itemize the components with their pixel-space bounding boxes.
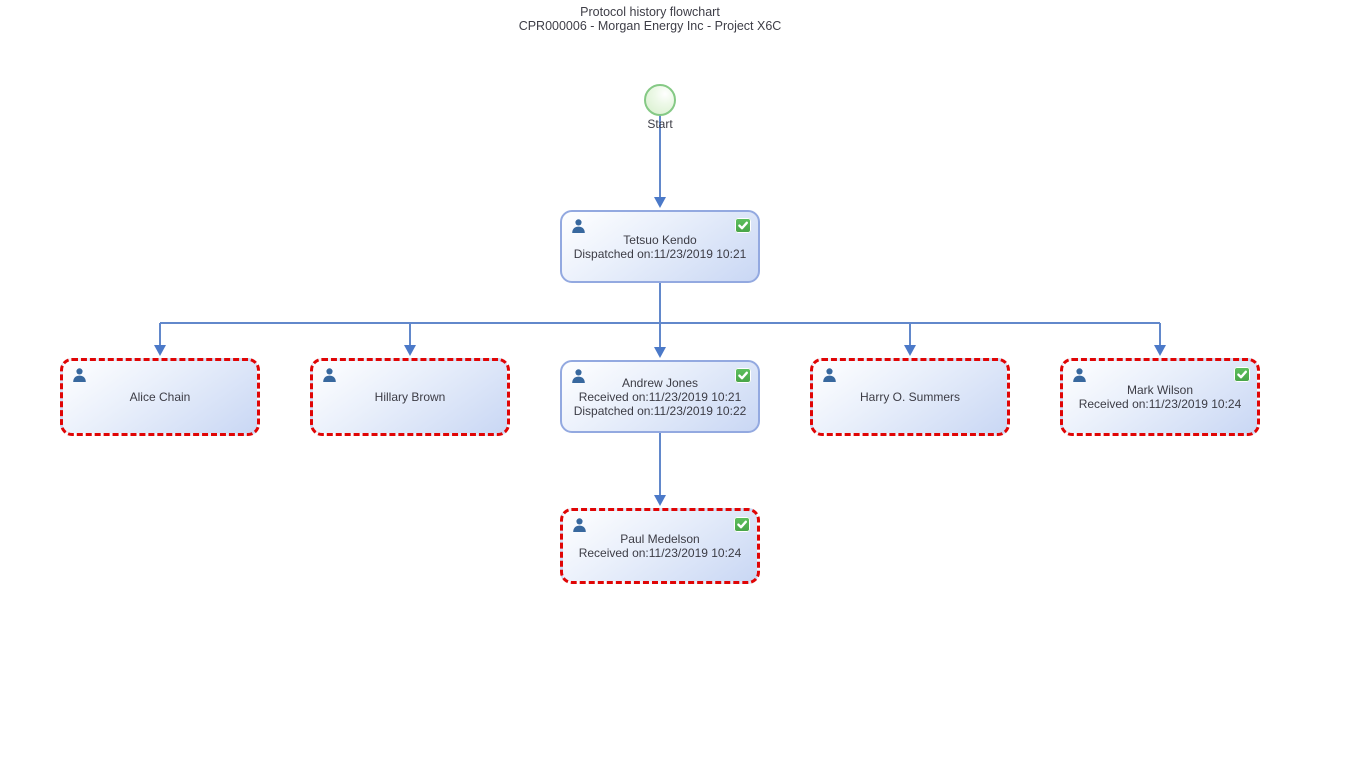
node-text: Mark Wilson Received on:11/23/2019 10:24 [1079,383,1242,411]
person-icon [572,369,585,383]
completed-check-icon [735,368,751,383]
completed-check-icon [1234,367,1250,382]
node-person-name: Andrew Jones [621,375,699,390]
node-text: Andrew Jones Received on:11/23/2019 10:2… [574,376,747,418]
start-node-circle [644,84,676,116]
person-icon [73,368,86,382]
node-status-line: Dispatched on:11/23/2019 10:21 [573,246,747,261]
node-person-name: Hillary Brown [374,390,446,404]
flow-node-alice-chain: Alice Chain [60,358,260,436]
flow-node-andrew-jones: Andrew Jones Received on:11/23/2019 10:2… [560,360,760,433]
node-person-name: Mark Wilson [1126,383,1193,397]
node-text: Alice Chain [130,390,191,404]
node-person-name: Tetsuo Kendo [623,232,697,247]
person-icon [323,368,336,382]
node-status-line: Received on:11/23/2019 10:24 [1078,397,1242,411]
flow-node-harry-summers: Harry O. Summers [810,358,1010,436]
node-status-line: Received on:11/23/2019 10:24 [578,546,742,560]
person-icon [823,368,836,382]
node-text: Harry O. Summers [860,390,960,404]
chart-title: Protocol history flowchart CPR000006 - M… [0,5,1300,33]
node-status-line: Received on:11/23/2019 10:21 [578,389,742,404]
completed-check-icon [734,517,750,532]
person-icon [573,518,586,532]
node-person-name: Harry O. Summers [859,390,960,404]
node-status-line: Dispatched on:11/23/2019 10:22 [573,403,747,418]
start-node-label: Start [647,117,673,131]
chart-title-line1: Protocol history flowchart [580,5,720,19]
flow-node-paul-medelson: Paul Medelson Received on:11/23/2019 10:… [560,508,760,584]
person-icon [1073,368,1086,382]
node-person-name: Alice Chain [129,390,191,404]
node-text: Tetsuo Kendo Dispatched on:11/23/2019 10… [574,233,747,261]
node-person-name: Paul Medelson [620,532,700,546]
flow-node-tetsuo-kendo: Tetsuo Kendo Dispatched on:11/23/2019 10… [560,210,760,283]
completed-check-icon [735,218,751,233]
flow-node-mark-wilson: Mark Wilson Received on:11/23/2019 10:24 [1060,358,1260,436]
chart-subtitle: CPR000006 - Morgan Energy Inc - Project … [518,19,782,33]
flow-node-hillary-brown: Hillary Brown [310,358,510,436]
node-text: Paul Medelson Received on:11/23/2019 10:… [579,532,742,560]
node-text: Hillary Brown [375,390,446,404]
person-icon [572,219,585,233]
